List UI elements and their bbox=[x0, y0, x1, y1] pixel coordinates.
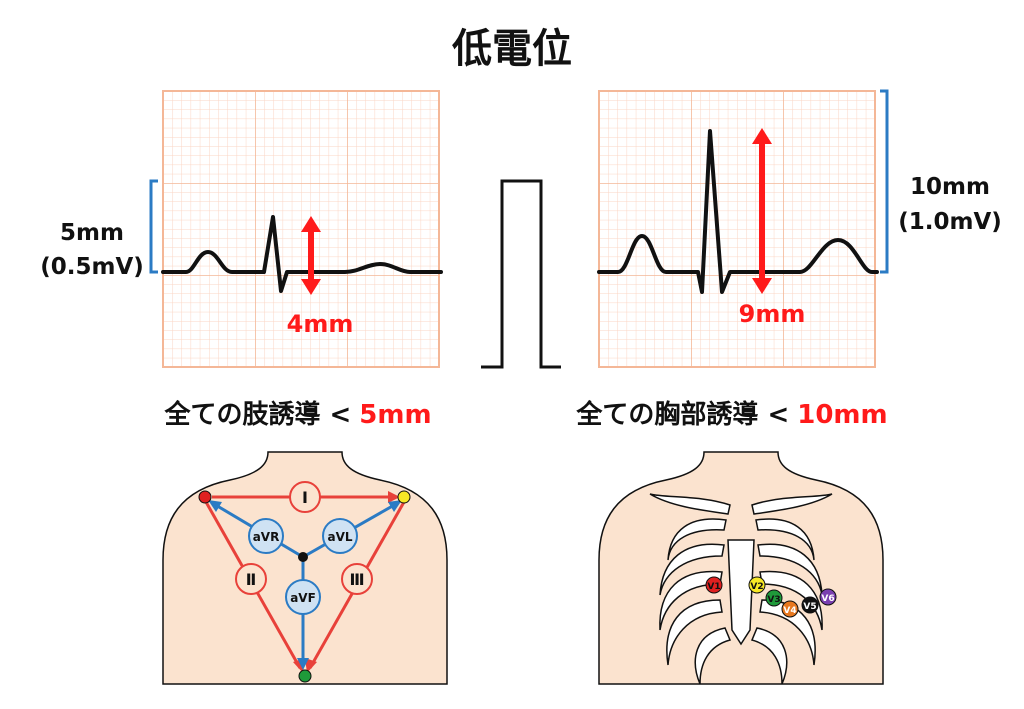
lead-avr-label: aVR bbox=[253, 530, 280, 544]
lead-II-circle bbox=[235, 563, 267, 595]
lead-I-circle bbox=[289, 481, 321, 513]
left-caption-value: 5mm bbox=[359, 400, 431, 430]
v5-electrode bbox=[801, 596, 819, 614]
left-ecg-grid bbox=[163, 91, 439, 367]
lead-I-label: Ⅰ bbox=[302, 488, 308, 507]
lead-avl-circle bbox=[322, 518, 358, 554]
right-arm-electrode bbox=[198, 490, 212, 504]
left-amplitude-arrow bbox=[301, 216, 321, 295]
right-caption: 全ての胸部誘導 < 10mm bbox=[575, 399, 887, 430]
right-amplitude-label: 9mm bbox=[739, 300, 806, 328]
v1-electrode bbox=[705, 576, 723, 594]
lead-avf-label: aVF bbox=[290, 591, 316, 605]
lead-II-label: Ⅱ bbox=[246, 570, 257, 589]
v5-label: V5 bbox=[803, 602, 816, 612]
left-arm-electrode bbox=[397, 490, 411, 504]
right-ecg-grid bbox=[599, 91, 875, 367]
left-amplitude-label: 4mm bbox=[287, 310, 354, 338]
left-scale-bracket bbox=[149, 179, 158, 274]
v2-electrode bbox=[748, 576, 766, 594]
lead-III-label: Ⅲ bbox=[349, 570, 364, 589]
lead-avl-label: aVL bbox=[327, 530, 352, 544]
right-scale-label: 10mm bbox=[910, 174, 990, 200]
right-amplitude-arrow bbox=[752, 128, 772, 294]
page-title: 低電位 bbox=[452, 26, 572, 72]
v6-electrode bbox=[819, 588, 837, 606]
lead-avf-circle bbox=[285, 579, 321, 615]
rib-cage bbox=[649, 493, 833, 685]
left-scale-mv-label: (0.5mV) bbox=[40, 254, 144, 280]
left-ecg-trace bbox=[161, 215, 443, 293]
left-scale-label: 5mm bbox=[60, 220, 124, 246]
lead-III-circle bbox=[341, 563, 373, 595]
central-terminal-dot bbox=[298, 552, 308, 562]
v3-electrode bbox=[765, 589, 783, 607]
left-caption-prefix: 全ての肢誘導 < bbox=[163, 399, 351, 430]
left-torso-body bbox=[162, 451, 448, 685]
left-caption: 全ての肢誘導 < 5mm bbox=[163, 399, 431, 430]
lead-avr-circle bbox=[248, 518, 284, 554]
left-ecg-panel: 4mm 5mm (0.5mV) bbox=[40, 90, 443, 368]
calibration-pulse bbox=[481, 179, 561, 369]
v6-label: V6 bbox=[821, 594, 834, 604]
right-caption-value: 10mm bbox=[797, 400, 887, 430]
v4-label: V4 bbox=[783, 606, 796, 616]
v1-label: V1 bbox=[707, 582, 720, 592]
right-caption-prefix: 全ての胸部誘導 < bbox=[575, 399, 789, 430]
right-scale-bracket bbox=[880, 89, 889, 274]
chest-lead-torso: V1 V2 V3 V4 V5 V6 bbox=[598, 451, 884, 685]
v2-label: V2 bbox=[750, 582, 763, 592]
right-ecg-panel: 9mm 10mm (1.0mV) bbox=[597, 89, 1002, 368]
v3-label: V3 bbox=[767, 595, 780, 605]
left-leg-electrode bbox=[298, 669, 312, 683]
right-ecg-trace bbox=[597, 129, 879, 294]
right-scale-mv-label: (1.0mV) bbox=[898, 209, 1002, 235]
limb-lead-torso: Ⅰ Ⅱ Ⅲ aVR aVL aVF bbox=[162, 451, 448, 685]
v4-electrode bbox=[781, 600, 799, 618]
